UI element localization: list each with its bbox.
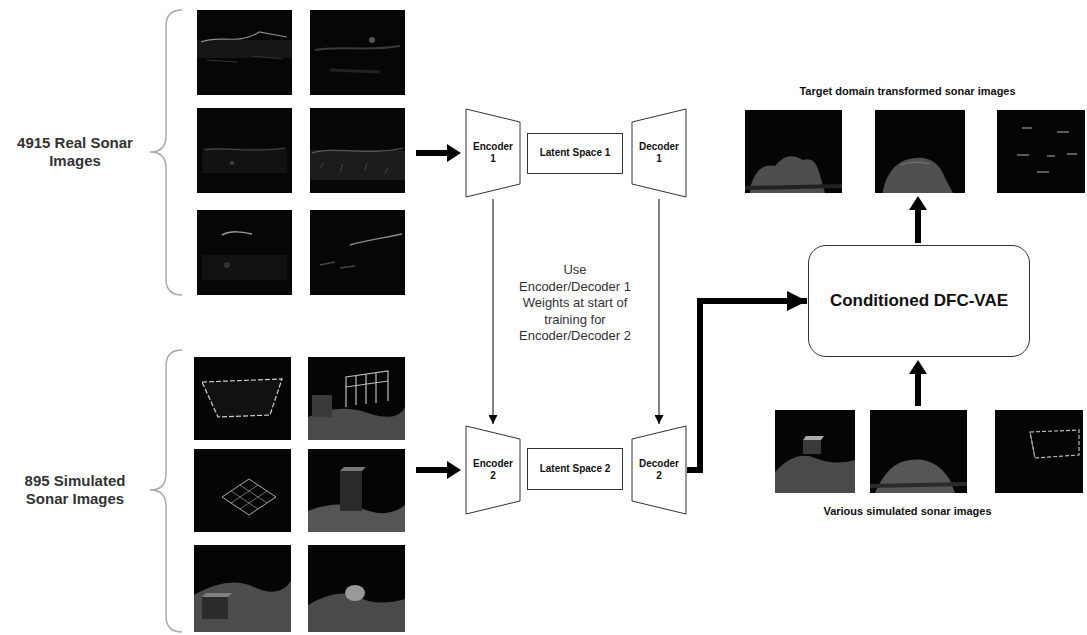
simulated-sonar-image	[194, 357, 291, 440]
node-text: Latent Space 1	[540, 147, 611, 160]
image-row-title: Various simulated sonar images	[730, 504, 1085, 518]
real-sonar-image	[310, 108, 405, 193]
group-label: 4915 Real Sonar Images	[4, 134, 146, 170]
real-sonar-image	[197, 10, 292, 95]
node-text: Decoder 2	[637, 458, 681, 483]
simulated-sonar-image	[870, 410, 967, 493]
simulated-sonar-image	[194, 449, 291, 532]
latent-space-box: Latent Space 2	[527, 448, 623, 490]
output-arrow	[915, 208, 921, 243]
input-arrow	[416, 467, 449, 473]
bracket	[150, 350, 182, 632]
output-arrow-head	[909, 196, 927, 210]
node-text: Encoder 1	[471, 141, 515, 166]
simulated-sonar-image	[194, 545, 291, 632]
simulated-sonar-image	[308, 357, 405, 440]
real-sonar-image	[197, 108, 292, 193]
simulated-sonar-image	[308, 449, 405, 532]
encoder-block: Encoder 1	[465, 108, 521, 198]
connector-arrow	[687, 301, 807, 470]
model-box: Conditioned DFC-VAE	[808, 245, 1030, 357]
input-arrow	[416, 150, 449, 156]
note-text: Use Encoder/Decoder 1 Weights at start o…	[513, 262, 637, 345]
simulated-sonar-image	[995, 410, 1083, 493]
simulated-sonar-image	[308, 545, 405, 632]
decoder-block: Decoder 2	[631, 425, 687, 515]
image-row-title: Target domain transformed sonar images	[730, 84, 1085, 98]
real-sonar-image	[310, 10, 405, 95]
input-arrow-head	[447, 144, 461, 162]
transformed-sonar-image	[875, 110, 965, 193]
input-arrow	[915, 372, 921, 406]
latent-space-box: Latent Space 1	[527, 133, 623, 174]
real-sonar-image	[197, 210, 292, 295]
node-text: Conditioned DFC-VAE	[830, 290, 1008, 311]
node-text: Decoder 1	[637, 141, 681, 166]
input-arrow-head	[909, 360, 927, 374]
decoder-block: Decoder 1	[631, 108, 687, 198]
connector-arrow	[493, 199, 494, 424]
transformed-sonar-image	[745, 110, 842, 193]
simulated-sonar-image	[775, 410, 855, 493]
group-label: 895 Simulated Sonar Images	[4, 472, 146, 508]
real-sonar-image	[310, 210, 405, 295]
connector-arrow	[659, 199, 660, 424]
bracket	[150, 10, 182, 295]
node-text: Latent Space 2	[540, 463, 611, 476]
input-arrow-head	[447, 461, 461, 479]
node-text: Encoder 2	[471, 458, 515, 483]
transformed-sonar-image	[997, 110, 1085, 193]
encoder-block: Encoder 2	[465, 425, 521, 515]
